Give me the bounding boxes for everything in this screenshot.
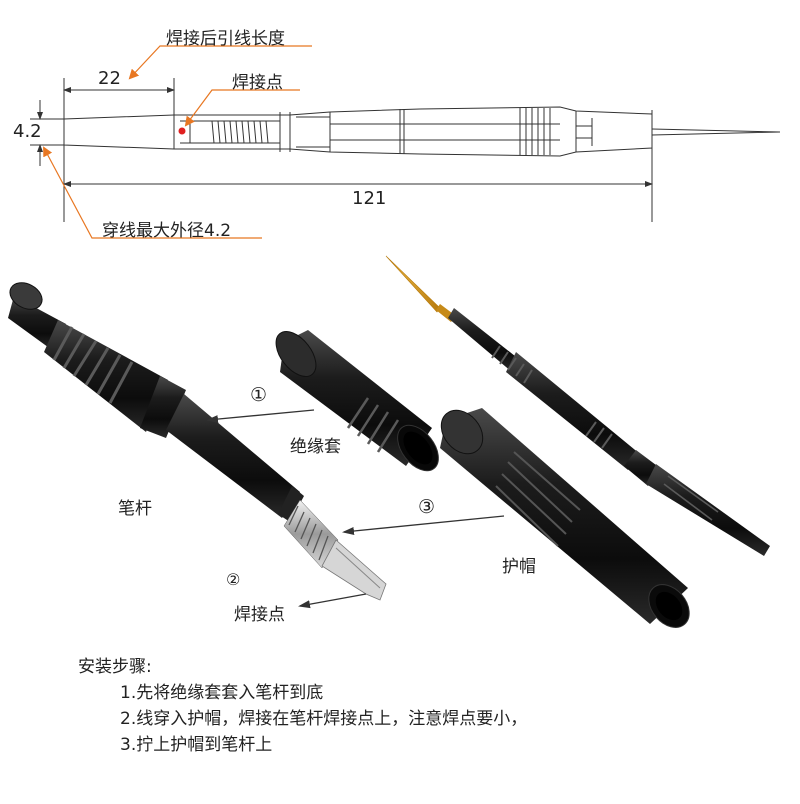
- dimension-22: 22: [98, 68, 121, 89]
- technical-drawing: [30, 78, 781, 222]
- label-cap: 护帽: [502, 557, 536, 577]
- arrow-weld-point: [298, 593, 367, 609]
- label-insulation-sleeve: 绝缘套: [290, 437, 341, 457]
- cap-illustration: [440, 408, 690, 628]
- installation-steps: 安装步骤: 1.先将绝缘套套入笔杆到底 2.线穿入护帽，焊接在笔杆焊接点上，注意…: [78, 654, 527, 758]
- arrow-step-1: [206, 409, 315, 424]
- assembled-probe-illustration: [385, 255, 770, 556]
- step-item: 2.线穿入护帽，焊接在笔杆焊接点上，注意焊点要小，: [120, 709, 528, 729]
- callout-leaders: [43, 45, 312, 239]
- callout-weld-point: 焊接点: [232, 73, 283, 93]
- marker-step-1: ①: [250, 384, 268, 406]
- arrow-step-3: [342, 515, 505, 535]
- weld-point-dot: [178, 127, 186, 135]
- callout-thread-diameter: 穿线最大外径4.2: [102, 221, 232, 241]
- step-item: 3.拧上护帽到笔杆上: [120, 735, 273, 755]
- pen-shaft-illustration: [8, 282, 387, 601]
- step-item: 1.先将绝缘套套入笔杆到底: [120, 683, 324, 703]
- steps-title: 安装步骤:: [78, 657, 152, 677]
- label-pen-shaft: 笔杆: [118, 499, 152, 519]
- label-weld-point: 焊接点: [234, 605, 285, 625]
- insulation-sleeve-illustration: [275, 330, 439, 472]
- assembly-arrows: [206, 409, 505, 609]
- dimension-4-2: 4.2: [13, 121, 42, 142]
- dimension-121: 121: [352, 188, 387, 209]
- callout-weld-length: 焊接后引线长度: [166, 29, 285, 49]
- marker-step-2: ②: [226, 570, 241, 589]
- marker-step-3: ③: [418, 496, 436, 518]
